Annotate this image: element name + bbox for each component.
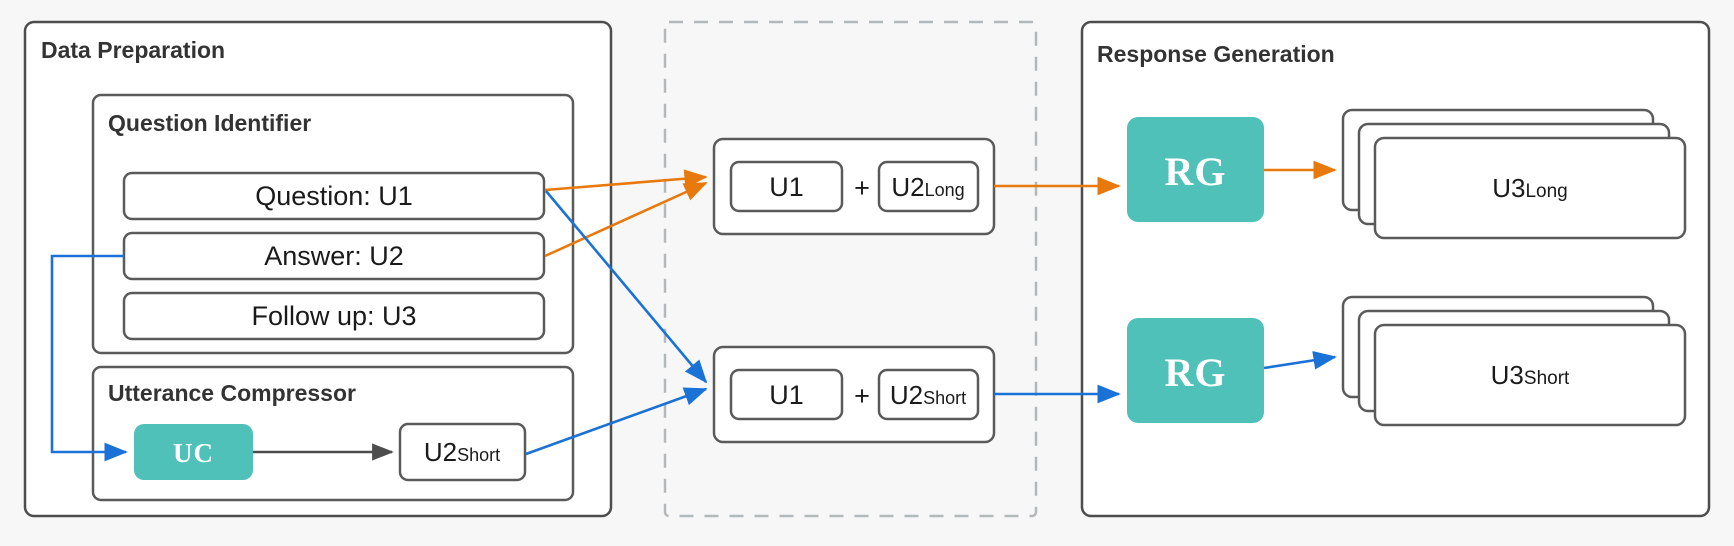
rg-chip-long-box[interactable] <box>1127 117 1264 222</box>
utterance-compressor-title: Utterance Compressor <box>108 380 356 406</box>
edge-rg-short-to-u3-short <box>1263 351 1337 370</box>
u3-short-label: U3Short <box>1491 360 1570 390</box>
u3-long-label: U3Long <box>1492 173 1568 203</box>
question-identifier-title: Question Identifier <box>108 110 311 136</box>
followup-u3-box[interactable] <box>122 291 546 341</box>
node-u3-long-stack[interactable]: U3Long <box>1341 108 1687 240</box>
u2-short-left-box[interactable] <box>398 422 527 482</box>
subgroup-utterance-compressor[interactable]: Utterance Compressor UC U2Short <box>91 365 575 502</box>
node-followup-u3[interactable]: Follow up: U3 <box>122 291 546 341</box>
combo-long-u1-label: U1 <box>769 172 804 202</box>
combo-short-u1-box[interactable] <box>729 368 844 421</box>
edge-question-u1-to-combo-short <box>545 190 708 384</box>
group-data-preparation[interactable]: Data Preparation Question Identifier Que… <box>23 20 613 518</box>
uc-chip-label: UC <box>173 438 214 468</box>
staging-panel[interactable] <box>663 20 1038 518</box>
u3-short-card-front[interactable] <box>1373 323 1687 427</box>
edge-question-u1-to-combo-long <box>544 169 708 192</box>
response-generation-panel[interactable] <box>1080 20 1711 518</box>
node-rg-chip-long[interactable]: RG <box>1127 117 1264 222</box>
combo-short-plus: + <box>854 381 870 411</box>
node-u3-short-stack[interactable]: U3Short <box>1341 295 1687 427</box>
rg-chip-short-box[interactable] <box>1127 318 1264 423</box>
edge-u2-short-to-combo-short <box>525 387 708 456</box>
combo-short-u1-label: U1 <box>769 380 804 410</box>
combo-long-u2-label: U2Long <box>891 172 964 202</box>
answer-u2-label: Answer: U2 <box>264 241 404 271</box>
rg-chip-short-label: RG <box>1165 350 1227 395</box>
node-rg-chip-short[interactable]: RG <box>1127 318 1264 423</box>
combo-short-u2-label: U2Short <box>890 380 966 410</box>
question-u1-label: Question: U1 <box>255 181 413 211</box>
subgroup-question-identifier[interactable]: Question Identifier Question: U1 Answer:… <box>91 93 575 355</box>
u3-long-card-front[interactable] <box>1373 136 1687 240</box>
node-combo-short[interactable]: U1 + U2Short <box>712 345 996 444</box>
node-uc-chip[interactable]: UC <box>134 424 253 480</box>
uc-chip-box[interactable] <box>134 424 253 480</box>
group-response-generation[interactable]: Response Generation RG U3Long RG U3Short <box>1080 20 1711 518</box>
response-generation-title: Response Generation <box>1097 41 1335 67</box>
combo-long-u1-box[interactable] <box>729 160 844 213</box>
node-question-u1[interactable]: Question: U1 <box>122 171 546 221</box>
node-answer-u2[interactable]: Answer: U2 <box>122 231 546 281</box>
edge-answer-u2-to-combo-long <box>544 181 708 258</box>
combo-short-u2-box[interactable] <box>877 368 980 421</box>
combo-long-u2-box[interactable] <box>877 160 980 213</box>
edge-answer-u2-to-uc <box>50 254 128 462</box>
edges-layer <box>50 160 1337 462</box>
group-staging[interactable]: U1 + U2Long U1 + U2Short <box>663 20 1038 518</box>
followup-u3-label: Follow up: U3 <box>251 301 416 331</box>
node-combo-long[interactable]: U1 + U2Long <box>712 137 996 236</box>
rg-chip-long-label: RG <box>1165 149 1227 194</box>
question-u1-box[interactable] <box>122 171 546 221</box>
data-preparation-title: Data Preparation <box>41 37 225 63</box>
u2-short-left-label: U2Short <box>424 437 500 467</box>
combo-long-plus: + <box>854 173 870 203</box>
node-u2-short-left[interactable]: U2Short <box>398 422 527 482</box>
